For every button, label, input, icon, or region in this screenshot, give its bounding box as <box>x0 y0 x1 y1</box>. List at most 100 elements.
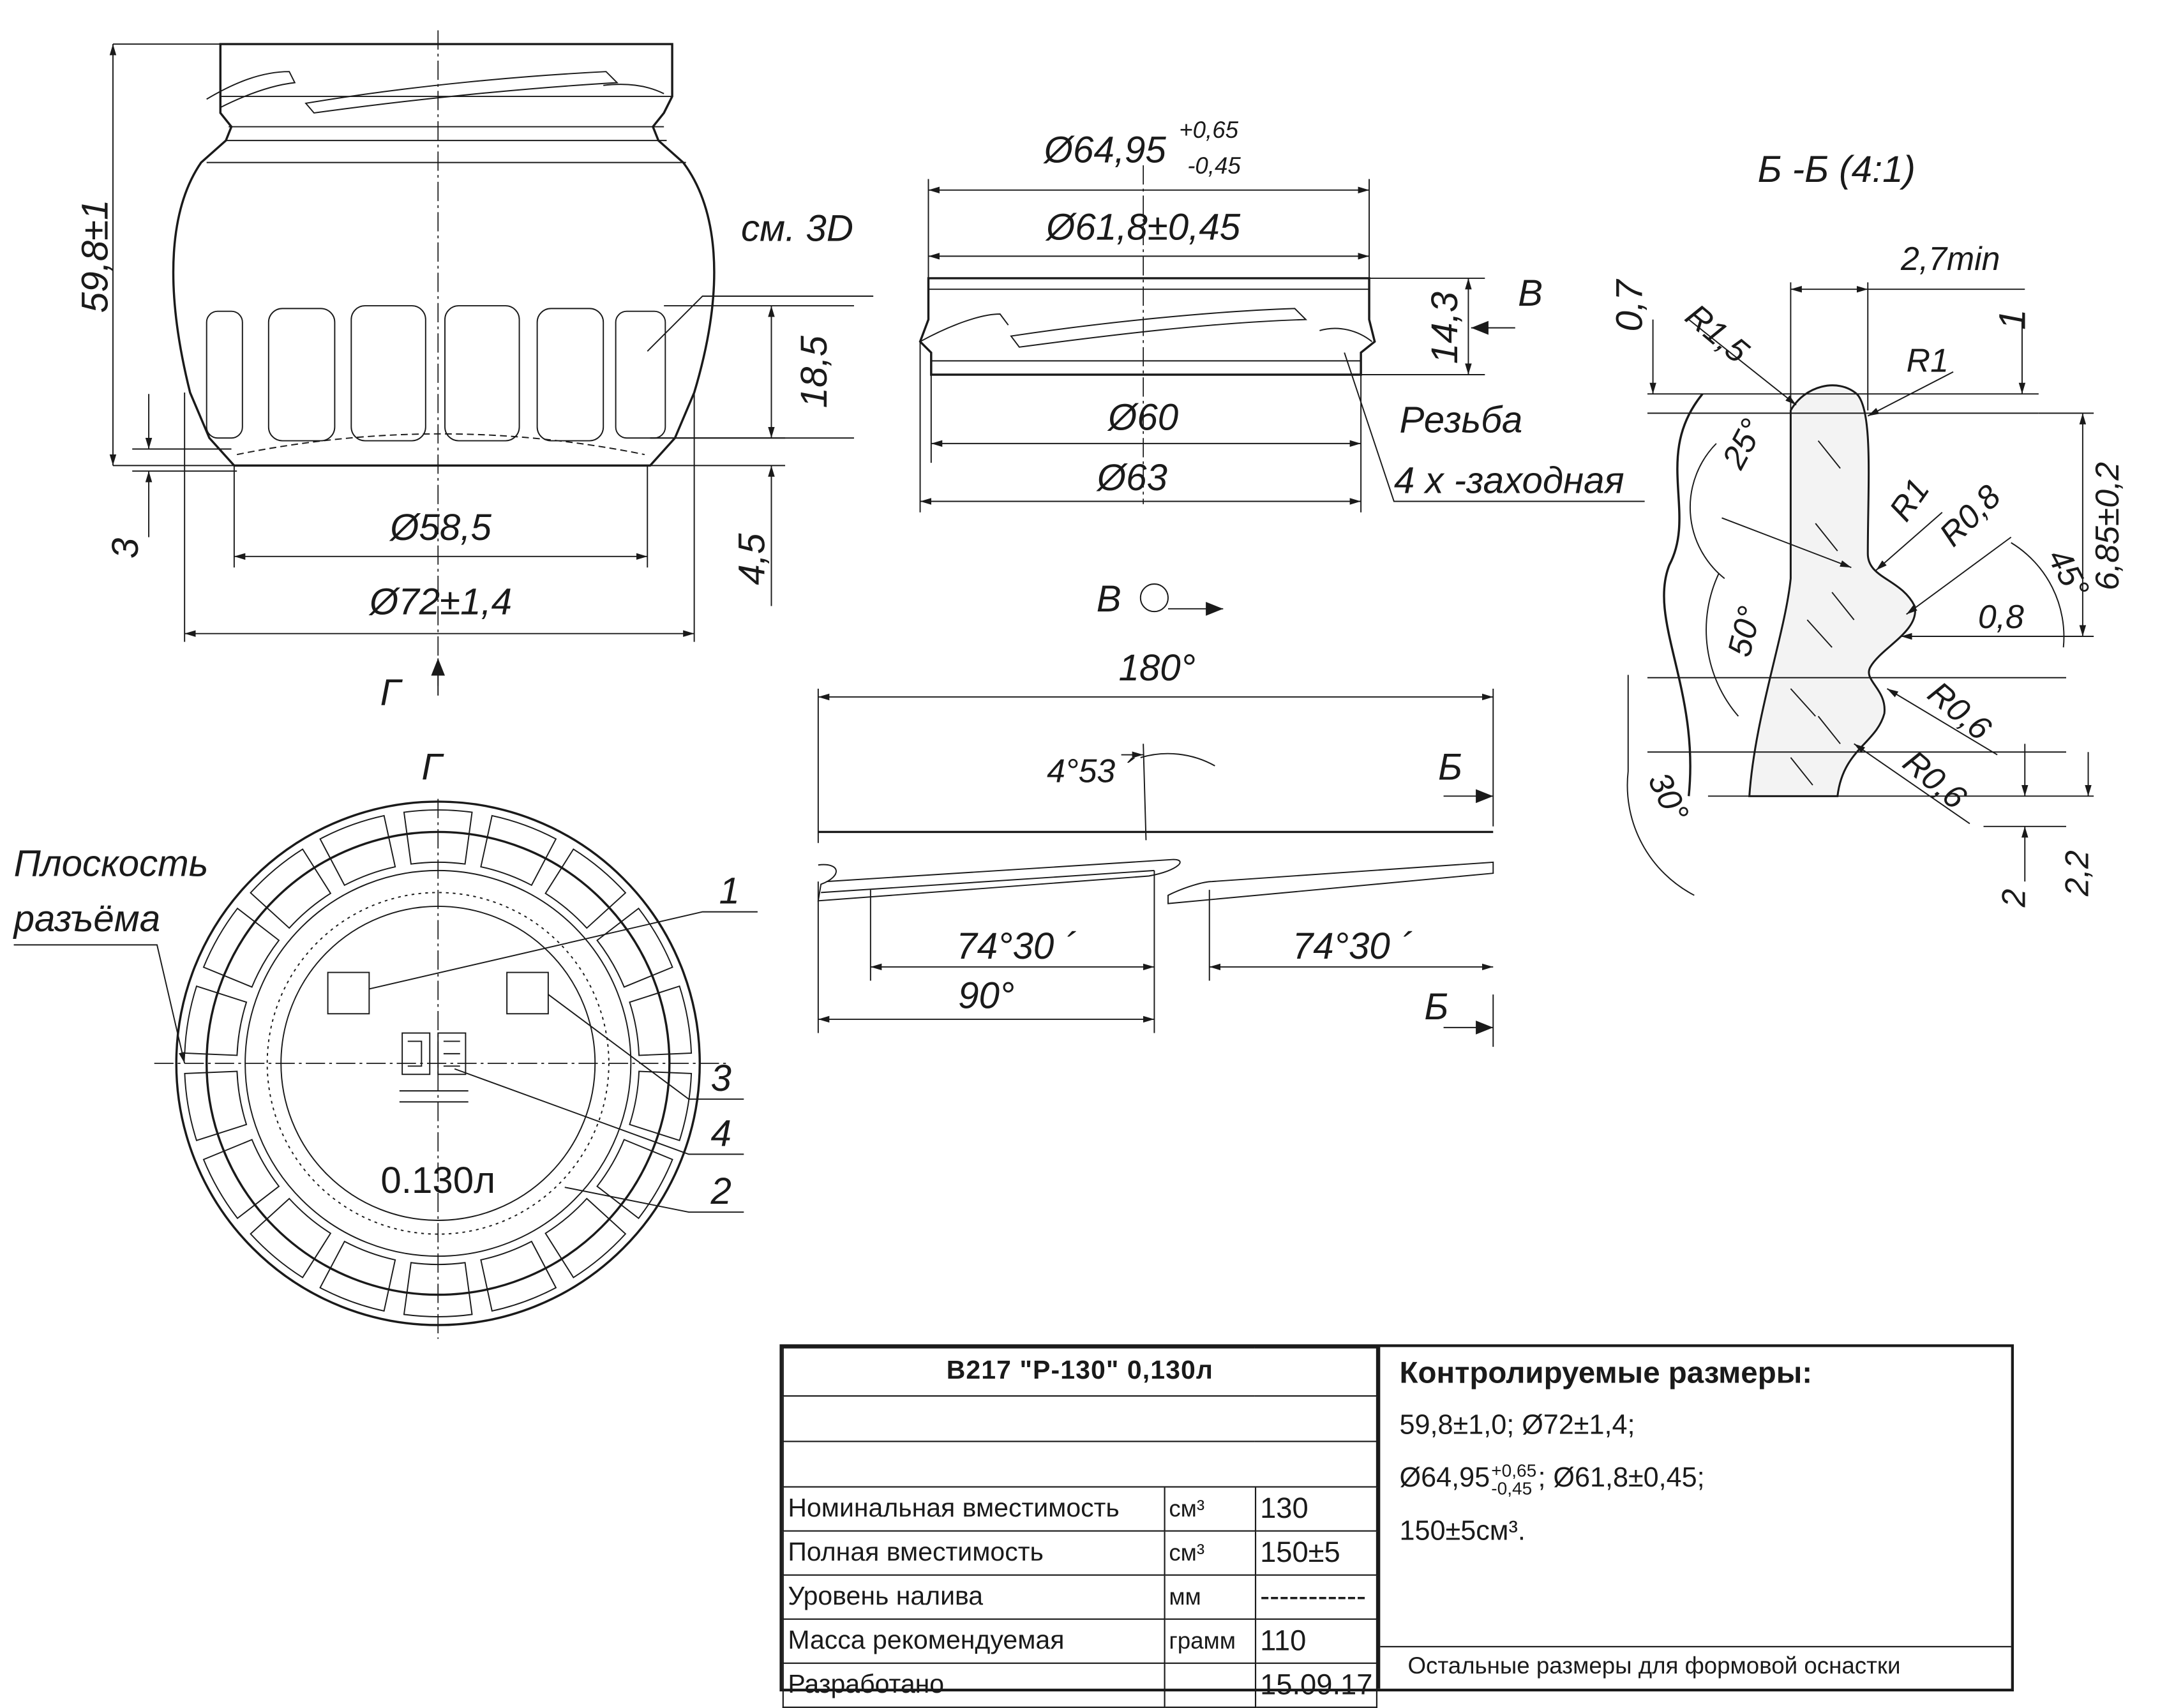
volume-mark: 0.130л <box>380 1160 495 1201</box>
other-sizes-note: Остальные размеры для формовой оснастки <box>1380 1645 2011 1689</box>
bottom-panels <box>184 809 693 1317</box>
dim-angle-30: 30° <box>1641 767 1696 828</box>
dim-thread-tol-lower: -0,45 <box>1187 153 1241 179</box>
dim-0-7: 0,7 <box>1609 278 1650 332</box>
dim-panel-height: 18,5 <box>793 335 835 408</box>
bottom-panel <box>629 985 693 1056</box>
bottom-panel <box>250 1197 332 1278</box>
bottom-panel <box>184 985 248 1056</box>
bottom-panel <box>403 1262 473 1317</box>
bottom-view: Г 0.130л Плоскость разъёма 1 3 4 2 <box>13 746 758 1339</box>
view-v-title: В <box>1097 578 1121 620</box>
spec-value: 130 <box>1254 1486 1378 1532</box>
bottom-panel <box>403 809 473 865</box>
dim-thread-tol-upper: +0,65 <box>1179 117 1238 143</box>
thread-lug <box>304 71 619 114</box>
dim-base-4-5: 4,5 <box>731 533 773 585</box>
angle-74-30-left: 74°30 ´ <box>956 925 1076 967</box>
spec-unit <box>1163 1662 1256 1708</box>
thread-start-2 <box>1167 861 1494 904</box>
dim-finish-dia: Ø61,8±0,45 <box>1045 206 1241 248</box>
title-block: B217 "P-130" 0,130л Номинальная вместимо… <box>779 1344 2014 1708</box>
jar-outline <box>172 43 716 467</box>
bottom-panel <box>184 1070 248 1142</box>
finish-outline <box>919 277 1376 376</box>
dim-thread-dia: Ø64,95 <box>1043 130 1167 171</box>
callout-2: 2 <box>710 1171 731 1212</box>
bottom-panel <box>596 907 673 988</box>
thread-development: В 180° 4°53 ´ Б Б 74°30 ´ 74°30 ´ 90° <box>817 578 1494 1047</box>
spec-unit: см³ <box>1163 1530 1256 1576</box>
dim-2: 2 <box>1995 888 2032 908</box>
dim-r-1-5: R1,5 <box>1679 297 1756 370</box>
mould-mark-icon <box>399 1032 469 1103</box>
spec-name: Полная вместимость <box>782 1530 1165 1576</box>
controlled-line-3: 150±5см³. <box>1399 1516 1526 1547</box>
section-title: Б -Б (4:1) <box>1758 149 1916 190</box>
note-see-3d: см. 3D <box>741 208 853 250</box>
finish-view: Ø64,95 +0,65 -0,45 Ø61,8±0,45 14,3 В Ø60… <box>919 117 1645 513</box>
controlled-title: Контролируемые размеры: <box>1399 1355 1813 1390</box>
dim-r-0-6-bottom: R0,6 <box>1896 743 1974 816</box>
note-thread-starts: 4 х -заходная <box>1394 460 1624 502</box>
view-v-label: В <box>1518 273 1543 314</box>
dim-1: 1 <box>1991 309 2033 329</box>
spec-value: 15.09.17 <box>1254 1662 1378 1708</box>
angle-90: 90° <box>958 975 1014 1017</box>
spec-name: Уровень налива <box>782 1574 1165 1620</box>
view-arrow-g: Г <box>380 672 403 714</box>
bottom-panel <box>319 814 396 887</box>
section-mark-top: Б <box>1438 746 1462 788</box>
callout-1: 1 <box>719 871 739 912</box>
spec-value: ----------- <box>1254 1574 1378 1620</box>
note-thread: Резьба <box>1400 400 1523 441</box>
callout-4: 4 <box>711 1112 731 1154</box>
bottom-panel <box>480 1240 557 1312</box>
dim-angle-25: 25° <box>1714 413 1771 475</box>
angle-180: 180° <box>1118 647 1195 689</box>
bottom-panel <box>480 814 557 887</box>
dim-6-85: 6,85±0,2 <box>2089 462 2126 590</box>
front-view: 59,8±1 18,5 3 4,5 Ø58,5 Ø72±1,4 см. 3D Г <box>74 30 874 714</box>
bottom-view-title: Г <box>421 746 444 788</box>
dim-r-1-top: R1 <box>1907 342 1949 379</box>
bottom-panel <box>544 1197 627 1278</box>
callout-3: 3 <box>711 1058 731 1099</box>
parting-plane-label-1: Плоскость <box>14 843 209 884</box>
angle-4-53: 4°53 ´ <box>1047 753 1136 790</box>
dim-base-3: 3 <box>105 538 146 558</box>
controlled-dimensions: Контролируемые размеры: 59,8±1,0; Ø72±1,… <box>1380 1347 2011 1689</box>
bottom-panel <box>250 848 332 929</box>
dim-2-2: 2,2 <box>2059 850 2096 897</box>
parting-plane-label-2: разъёма <box>13 898 161 940</box>
dim-finish-height: 14,3 <box>1424 292 1466 364</box>
dim-r-0-6-top: R0,6 <box>1921 674 1999 747</box>
dim-0-8: 0,8 <box>1978 598 2024 635</box>
section-bb: Б -Б (4:1) 2,7min 0,7 1 R1,5 R1 25° R1 R… <box>1609 149 2126 908</box>
controlled-line-2: Ø64,95+0,65-0,45; Ø61,8±0,45; <box>1399 1460 1705 1499</box>
dim-r-0-8: R0,8 <box>1932 477 2007 553</box>
title-block-specs: B217 "P-130" 0,130л Номинальная вместимо… <box>782 1347 1381 1708</box>
body-panels <box>206 305 666 442</box>
bottom-panel <box>202 1139 280 1220</box>
spec-value: 110 <box>1254 1618 1378 1664</box>
dim-bottom-dia: Ø58,5 <box>389 507 491 548</box>
dim-height: 59,8±1 <box>74 200 116 313</box>
controlled-line-1: 59,8±1,0; Ø72±1,4; <box>1399 1410 1635 1441</box>
dim-body-dia: Ø72±1,4 <box>368 581 512 622</box>
specs-table: B217 "P-130" 0,130л Номинальная вместимо… <box>782 1347 1378 1708</box>
dim-r-1-mid: R1 <box>1882 472 1936 527</box>
spec-unit: грамм <box>1163 1618 1256 1664</box>
spec-name: Номинальная вместимость <box>782 1486 1165 1532</box>
spec-value: 150±5 <box>1254 1530 1378 1576</box>
dim-2-7-min: 2,7min <box>1900 240 2000 277</box>
dim-angle-50: 50° <box>1720 603 1768 660</box>
section-mark-bottom: Б <box>1424 986 1448 1028</box>
